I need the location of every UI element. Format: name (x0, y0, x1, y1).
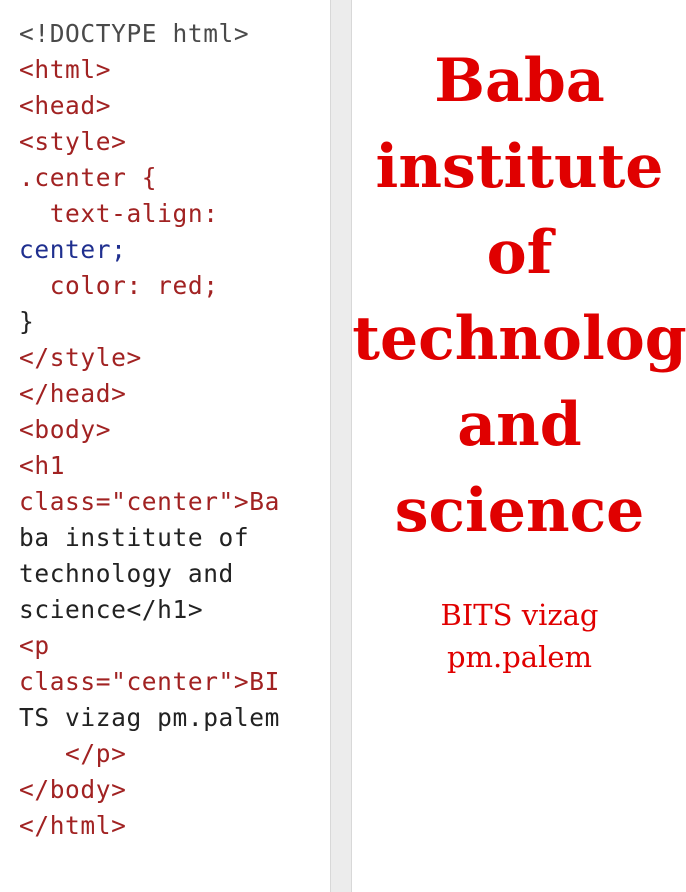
heading-line: institute (375, 132, 664, 202)
code-editor-pane[interactable]: <!DOCTYPE html> <html> <head> <style> .cente… (0, 0, 331, 892)
code-line: <!DOCTYPE html> (19, 19, 250, 48)
code-line: color: red; (19, 271, 219, 300)
code-line: </p> (19, 739, 127, 768)
code-line: <html> (19, 55, 112, 84)
heading-line: science (394, 476, 645, 546)
code-line: <head> (19, 91, 112, 120)
code-line: TS vizag pm.palem (19, 703, 280, 732)
paragraph-line: BITS vizag (440, 598, 599, 632)
code-line: technology and (19, 559, 234, 588)
code-line: ba institute of (19, 523, 250, 552)
output-preview-pane: Baba institute of technolog and science … (351, 0, 686, 892)
heading-line: and (457, 390, 582, 460)
code-line: center; (19, 235, 127, 264)
code-editor[interactable]: <!DOCTYPE html> <html> <head> <style> .cente… (19, 16, 280, 844)
code-line: </style> (19, 343, 142, 372)
code-line: <style> (19, 127, 127, 156)
preview-paragraph: BITS vizag pm.palem (352, 594, 686, 678)
heading-line: technolog (352, 304, 686, 374)
paragraph-line: pm.palem (446, 640, 593, 674)
code-line: text-align: (19, 199, 219, 228)
code-line: } (19, 307, 35, 336)
code-line: .center { (19, 163, 158, 192)
code-line: science</h1> (19, 595, 204, 624)
code-line: <p (19, 631, 50, 660)
code-line: <h1 (19, 451, 66, 480)
code-line: </body> (19, 775, 127, 804)
preview-heading: Baba institute of technolog and science (352, 38, 686, 554)
code-line: </head> (19, 379, 127, 408)
code-line: <body> (19, 415, 112, 444)
code-line: class="center">Ba (19, 487, 280, 516)
heading-line: of (486, 218, 553, 288)
heading-line: Baba (434, 46, 605, 116)
code-line: </html> (19, 811, 127, 840)
code-line: class="center">BI (19, 667, 280, 696)
